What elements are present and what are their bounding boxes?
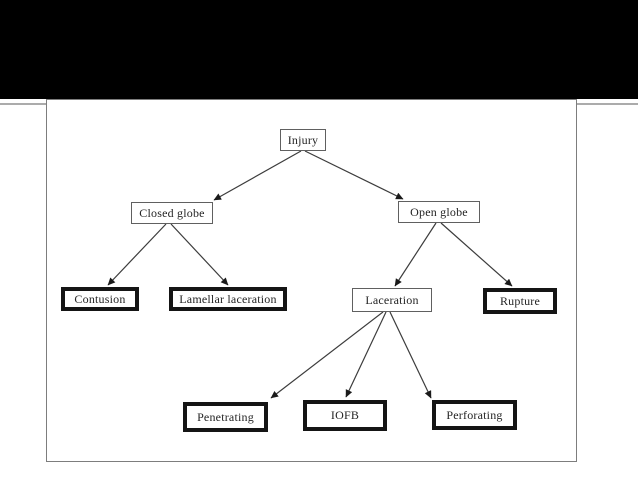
node-open-globe: Open globe bbox=[398, 201, 480, 223]
top-letterbox-bar bbox=[0, 0, 638, 99]
node-rupture: Rupture bbox=[483, 288, 557, 314]
node-perforating: Perforating bbox=[432, 400, 517, 430]
node-lamellar-laceration: Lamellar laceration bbox=[169, 287, 287, 311]
node-contusion: Contusion bbox=[61, 287, 139, 311]
node-penetrating: Penetrating bbox=[183, 402, 268, 432]
node-iofb: IOFB bbox=[303, 400, 387, 431]
node-injury: Injury bbox=[280, 129, 326, 151]
node-laceration: Laceration bbox=[352, 288, 432, 312]
node-closed-globe: Closed globe bbox=[131, 202, 213, 224]
